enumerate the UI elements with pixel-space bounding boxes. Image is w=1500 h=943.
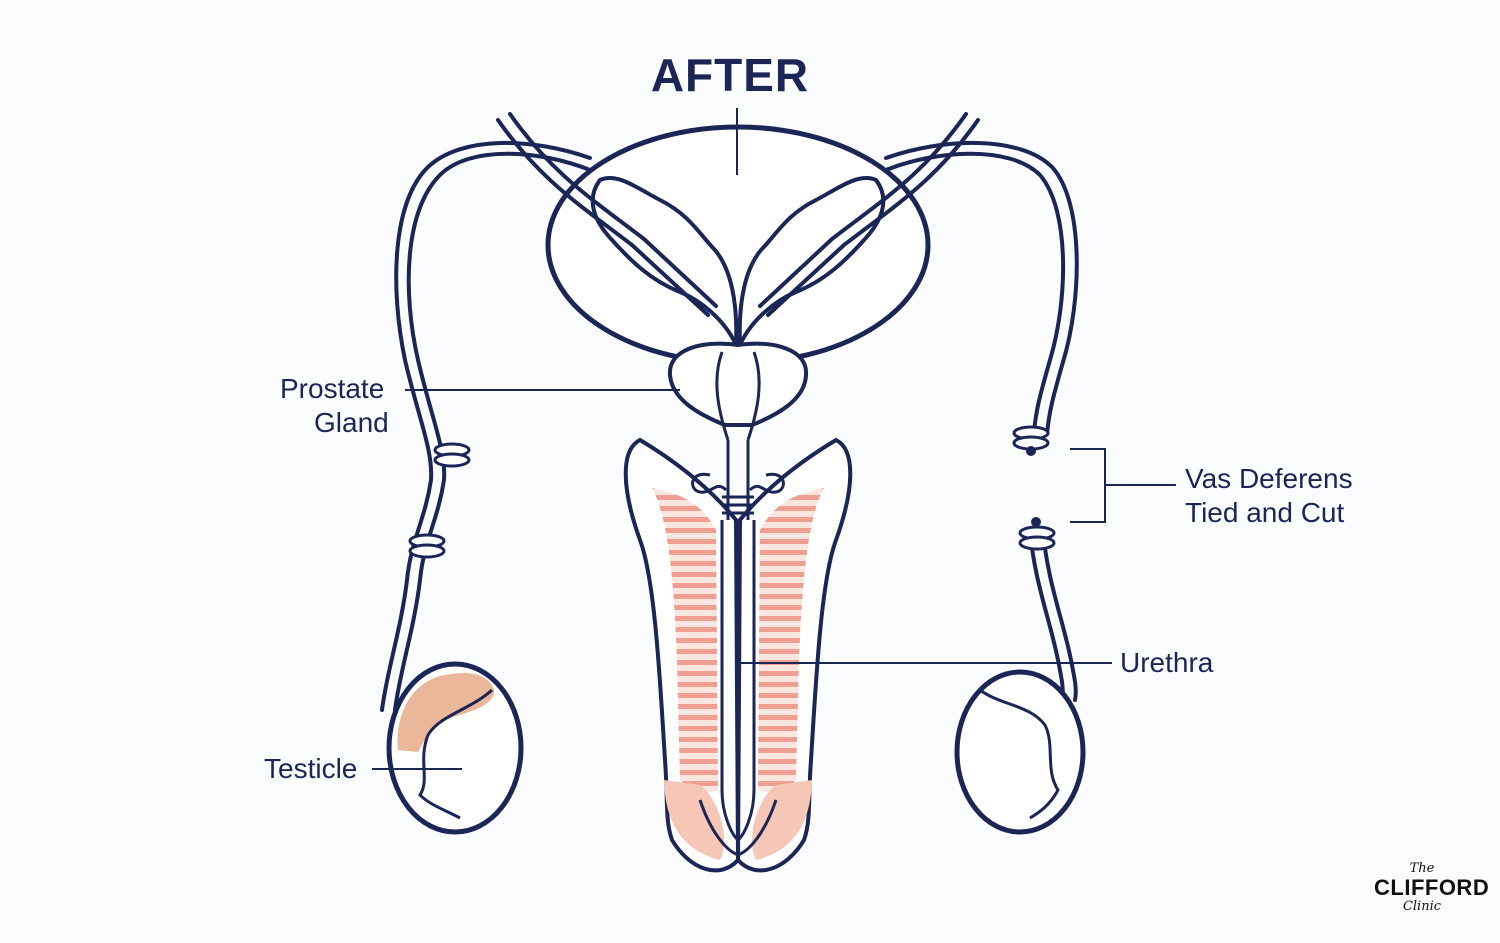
vas-deferens-right bbox=[758, 112, 1079, 702]
vas-label-line2: Tied and Cut bbox=[1185, 497, 1345, 528]
tie-right-upper bbox=[1012, 425, 1050, 456]
vas-label-line1: Vas Deferens bbox=[1185, 463, 1353, 494]
leader-lines bbox=[372, 389, 1176, 770]
prostate-label: Prostate Gland bbox=[280, 372, 389, 440]
vas-deferens-label: Vas Deferens Tied and Cut bbox=[1185, 462, 1353, 530]
vas-bracket bbox=[1070, 448, 1176, 523]
urethra-label: Urethra bbox=[1120, 647, 1214, 678]
clinic-logo: The CLIFFORD Clinic bbox=[1374, 861, 1490, 914]
testicle-right bbox=[954, 669, 1086, 835]
corpus-right bbox=[735, 437, 853, 873]
prostate-label-line1: Prostate bbox=[280, 373, 385, 404]
logo-bottom-script: Clinic bbox=[1402, 899, 1442, 914]
logo-wordmark: CLIFFORD bbox=[1374, 875, 1490, 900]
testicle-left bbox=[386, 661, 524, 835]
testicle-label: Testicle bbox=[264, 753, 358, 784]
tie-right-lower bbox=[1018, 517, 1056, 551]
prostate-gland bbox=[667, 341, 809, 441]
prostate-label-line2: Gland bbox=[314, 407, 389, 438]
tie-left-upper bbox=[433, 442, 471, 468]
logo-top-script: The bbox=[1409, 861, 1435, 876]
vas-deferens-left bbox=[380, 112, 718, 712]
tie-left-lower bbox=[408, 533, 446, 559]
diagram-title: AFTER bbox=[650, 49, 810, 101]
urethra bbox=[691, 440, 785, 857]
